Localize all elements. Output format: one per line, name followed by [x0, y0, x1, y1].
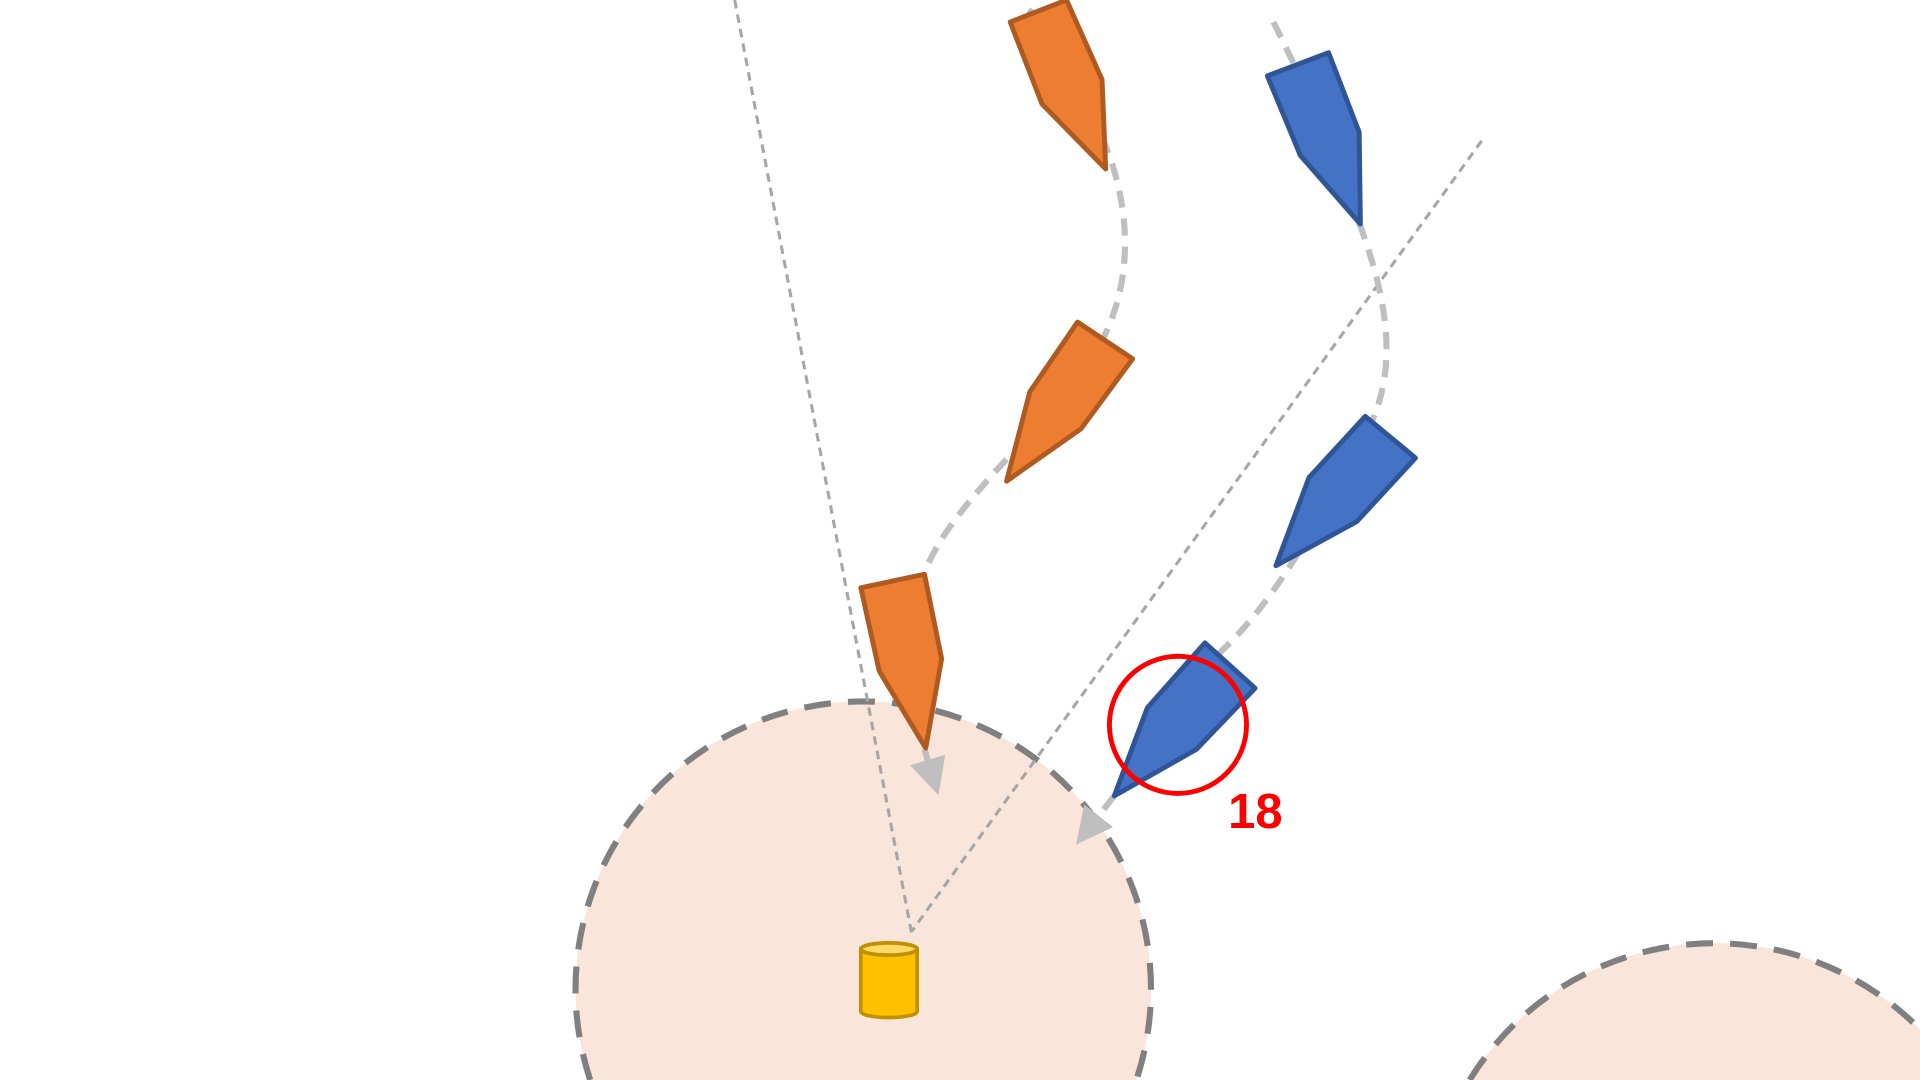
blue-ship-1 [1264, 50, 1363, 227]
sight-line-2 [911, 139, 1483, 932]
blue-ship-2 [1273, 413, 1418, 569]
orange-ship-3 [858, 571, 945, 751]
defense-zone-1 [572, 698, 1155, 1080]
blue-track [1075, 20, 1390, 845]
orange-ship-2 [1004, 319, 1136, 484]
target-marker-circle [1106, 653, 1249, 796]
blue-ship-3 [1111, 640, 1258, 799]
defense-zone-2 [1467, 940, 1920, 1080]
target-marker-label: 18 [1228, 785, 1282, 839]
base-cylinder [858, 941, 919, 1020]
sight-line-1 [733, 0, 914, 938]
orange-ship-1 [1007, 0, 1109, 172]
